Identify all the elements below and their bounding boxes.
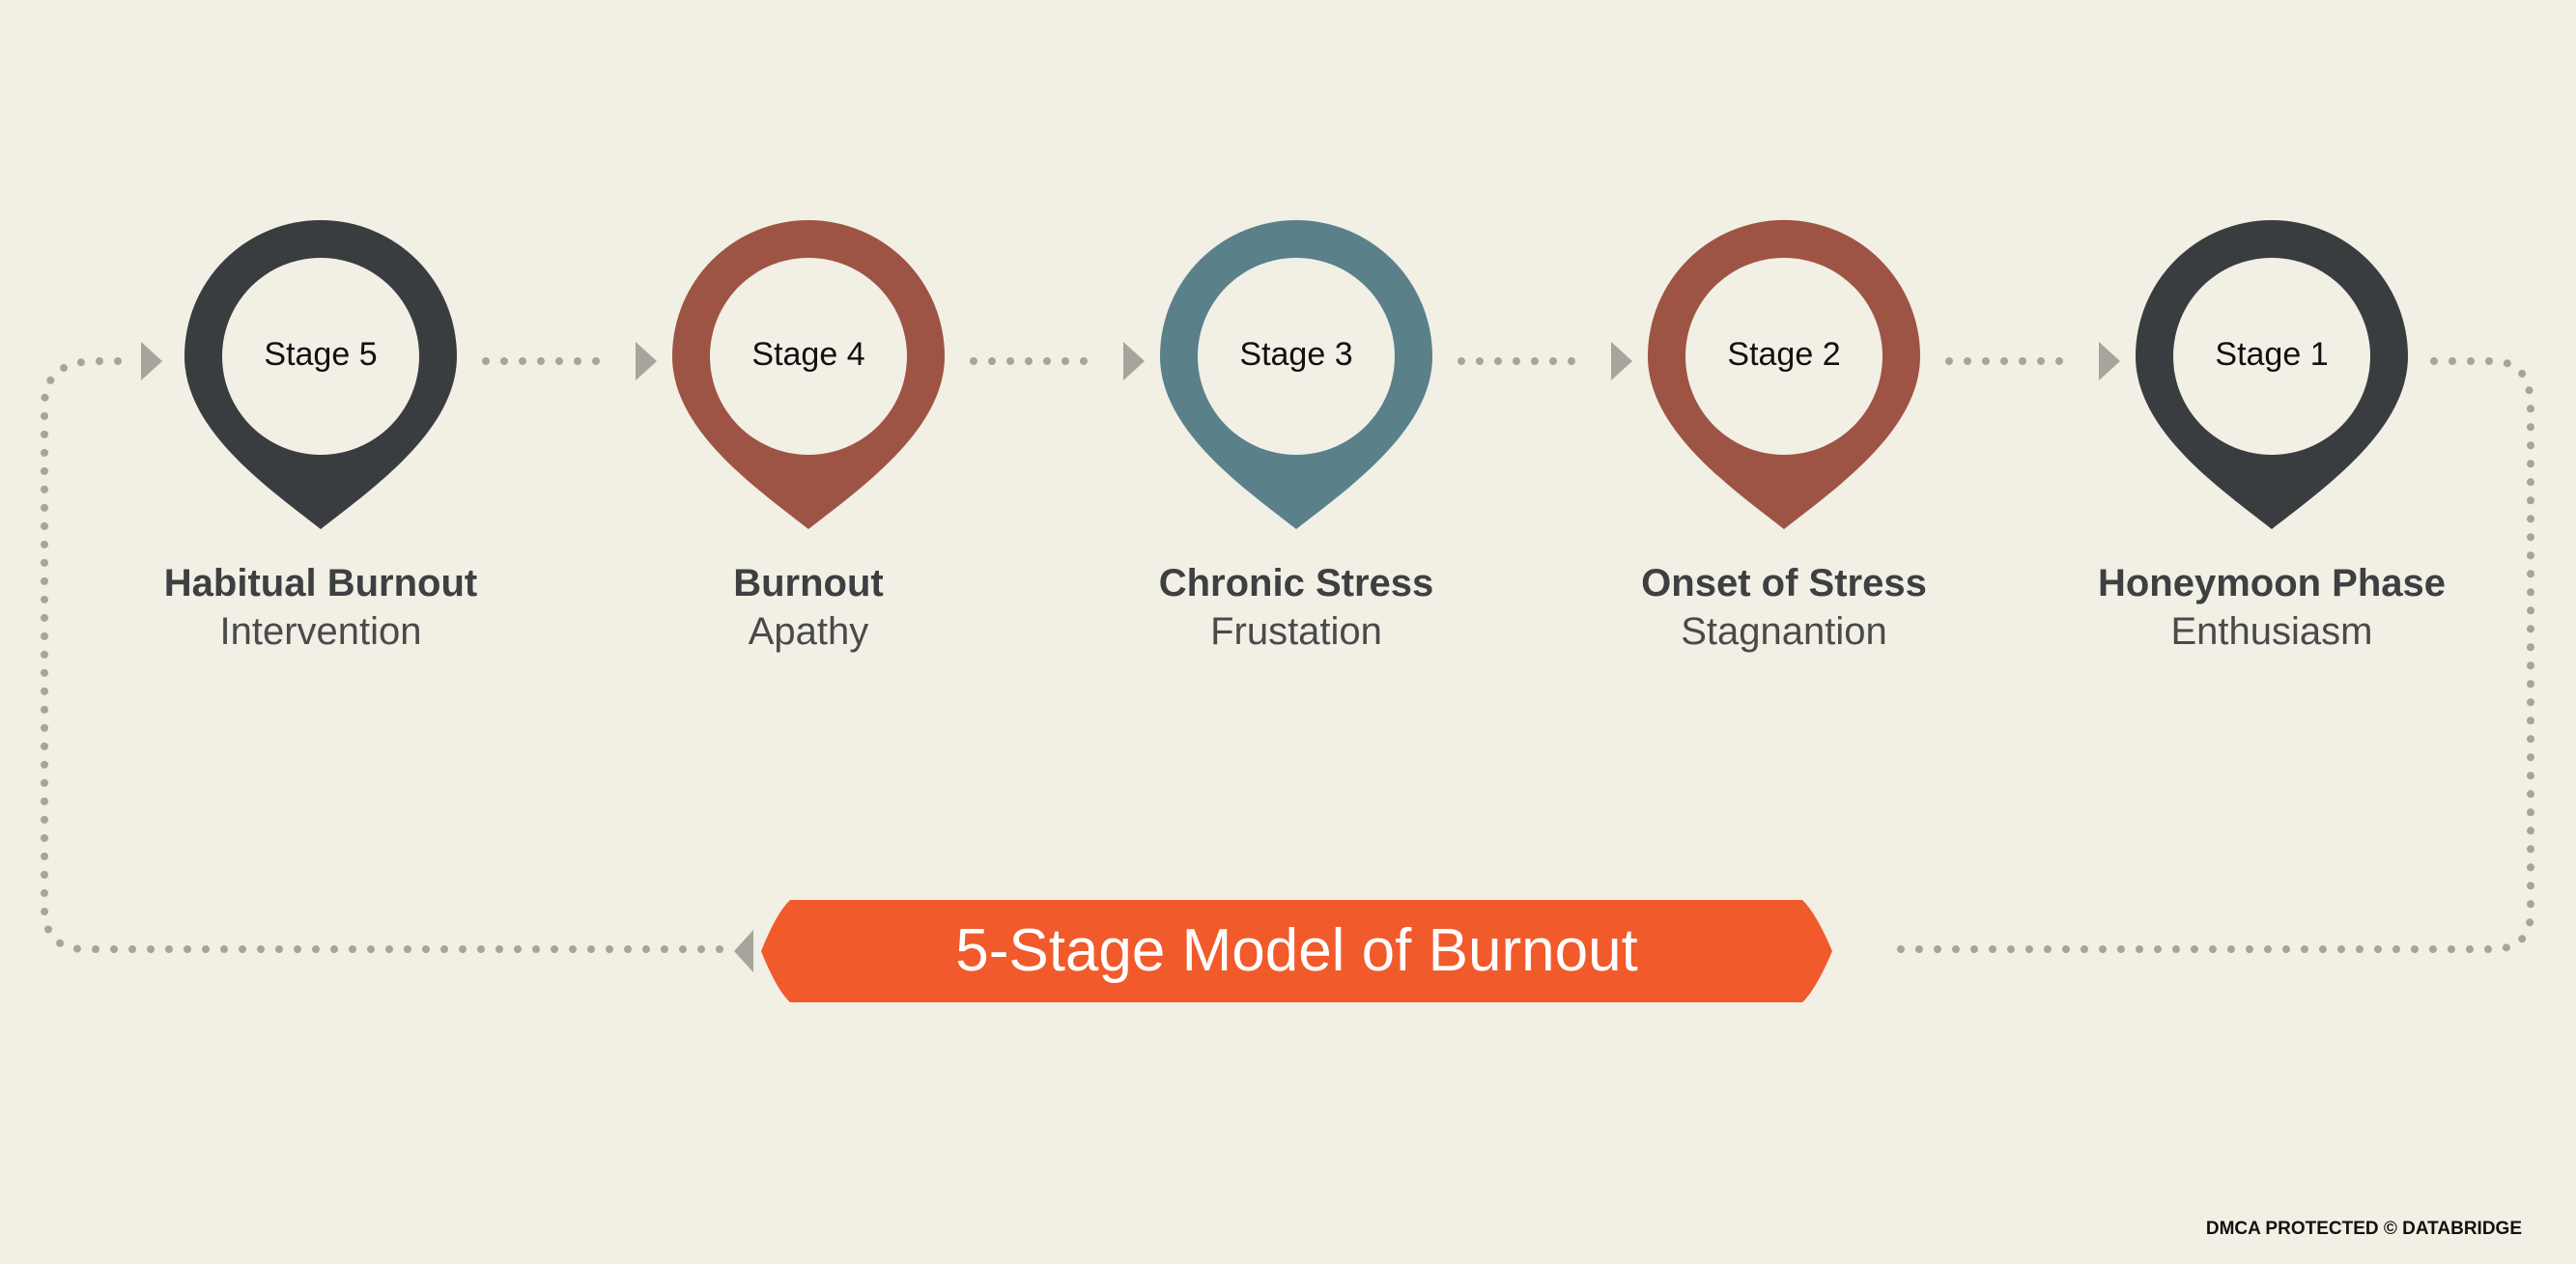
pin-inner-circle <box>1685 258 1882 455</box>
arrow-right-icon <box>2099 342 2120 380</box>
arrow-right-icon <box>1611 342 1632 380</box>
arrow-right-icon <box>1123 342 1145 380</box>
stage-label: Stage 5 <box>264 336 378 373</box>
title-banner <box>761 900 1832 1002</box>
dotted-line <box>1894 357 2534 953</box>
stage-subtitle: Stagnantion <box>1681 610 1887 653</box>
stage-subtitle: Enthusiasm <box>2170 610 2373 653</box>
stage-title: Onset of Stress <box>1641 562 1927 604</box>
stage-title: Honeymoon Phase <box>2097 562 2447 604</box>
pin-inner-circle <box>710 258 907 455</box>
stage-title: Habitual Burnout <box>163 562 478 604</box>
stage-subtitle: Intervention <box>219 610 422 653</box>
stage-subtitle: Frustation <box>1210 610 1382 653</box>
stage-subtitle: Apathy <box>748 610 869 653</box>
stage-label: Stage 3 <box>1239 336 1353 373</box>
arrow-right-icon <box>636 342 657 380</box>
arrow-left-icon <box>734 930 753 972</box>
stage-title: Burnout <box>733 562 884 604</box>
watermark: DMCA PROTECTED © DATABRIDGE <box>2205 1219 2522 1239</box>
dotted-connectors <box>41 342 2534 972</box>
pin-inner-circle <box>1198 258 1395 455</box>
pin-inner-circle <box>222 258 419 455</box>
stage-title: Chronic Stress <box>1158 562 1434 604</box>
stage-pins <box>184 219 2408 529</box>
arrow-right-icon <box>141 342 162 380</box>
stage-label: Stage 4 <box>751 336 865 373</box>
stage-label: Stage 2 <box>1727 336 1841 373</box>
banner-title: 5-Stage Model of Burnout <box>955 917 1638 984</box>
pin-inner-circle <box>2173 258 2370 455</box>
stage-label: Stage 1 <box>2215 336 2329 373</box>
